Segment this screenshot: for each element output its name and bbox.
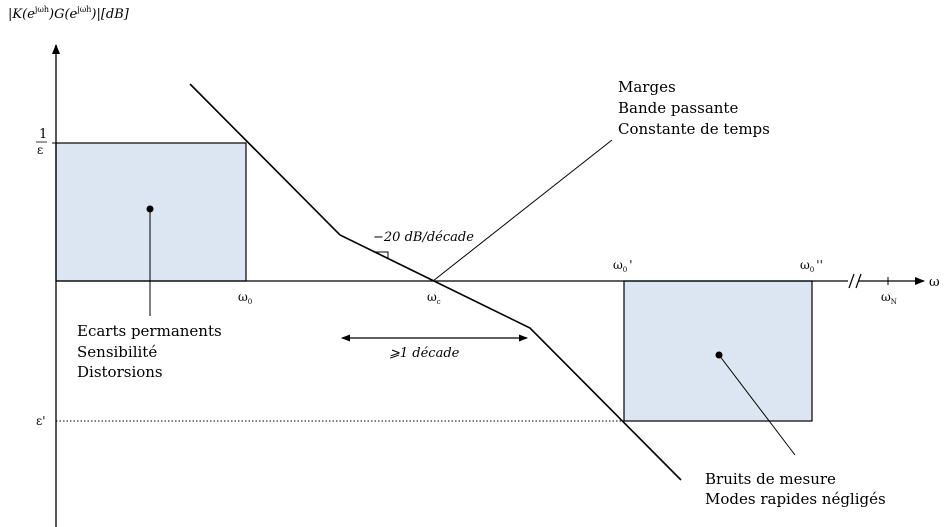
decade-label: ⩾1 décade (389, 346, 460, 361)
wN-label: ωN (881, 290, 897, 306)
right-annotation-leader (718, 354, 796, 456)
left-annotation-line-2: Sensibilité (77, 343, 157, 361)
gain-curve (189, 83, 682, 481)
top-annotation-line-2: Bande passante (618, 99, 738, 117)
right-annotation-line-2: Modes rapides négligés (705, 490, 886, 508)
x-axis-label: ω (929, 275, 940, 290)
wc-label: ωc (427, 290, 441, 306)
eps-prime-label: ε' (36, 414, 46, 428)
w0-double-prime-label: ω0'' (800, 258, 823, 274)
right-annotation-dot (715, 351, 723, 359)
one-over-eps-denominator: ε (37, 143, 43, 157)
slope-marker (374, 251, 389, 259)
top-annotation-line-1: Marges (618, 78, 676, 96)
top-annotation-line-3: Constante de temps (618, 120, 770, 138)
left-annotation-line-3: Distorsions (77, 363, 163, 381)
left-annotation-line-1: Ecarts permanents (77, 322, 222, 340)
left-annotation-dot (146, 205, 154, 213)
y-axis-label: |K(ejωh)G(ejωh)|[dB] (8, 5, 130, 22)
w0-label: ω0 (238, 290, 252, 306)
top-annotation-leader (432, 139, 613, 282)
x-axis-break-left (848, 273, 855, 289)
slope-label: −20 dB/décade (373, 230, 474, 245)
right-annotation-line-1: Bruits de mesure (705, 470, 836, 488)
one-over-eps-numerator: 1 (39, 127, 47, 142)
w0-prime-label: ω0' (613, 258, 633, 274)
high-frequency-region (623, 280, 813, 422)
